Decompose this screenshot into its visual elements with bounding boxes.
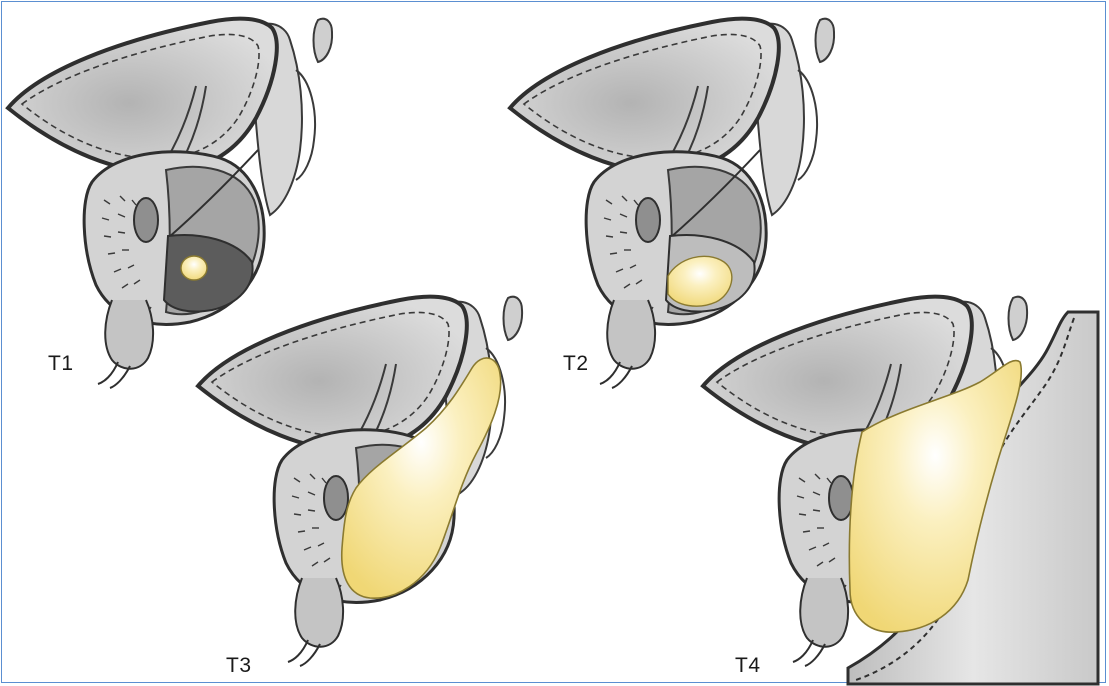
label-t3: T3 <box>226 654 252 678</box>
panel-t3 <box>198 297 522 666</box>
label-t4: T4 <box>735 654 761 678</box>
tumor-t1 <box>181 256 207 280</box>
label-t1: T1 <box>48 352 74 376</box>
label-t2: T2 <box>563 352 589 376</box>
